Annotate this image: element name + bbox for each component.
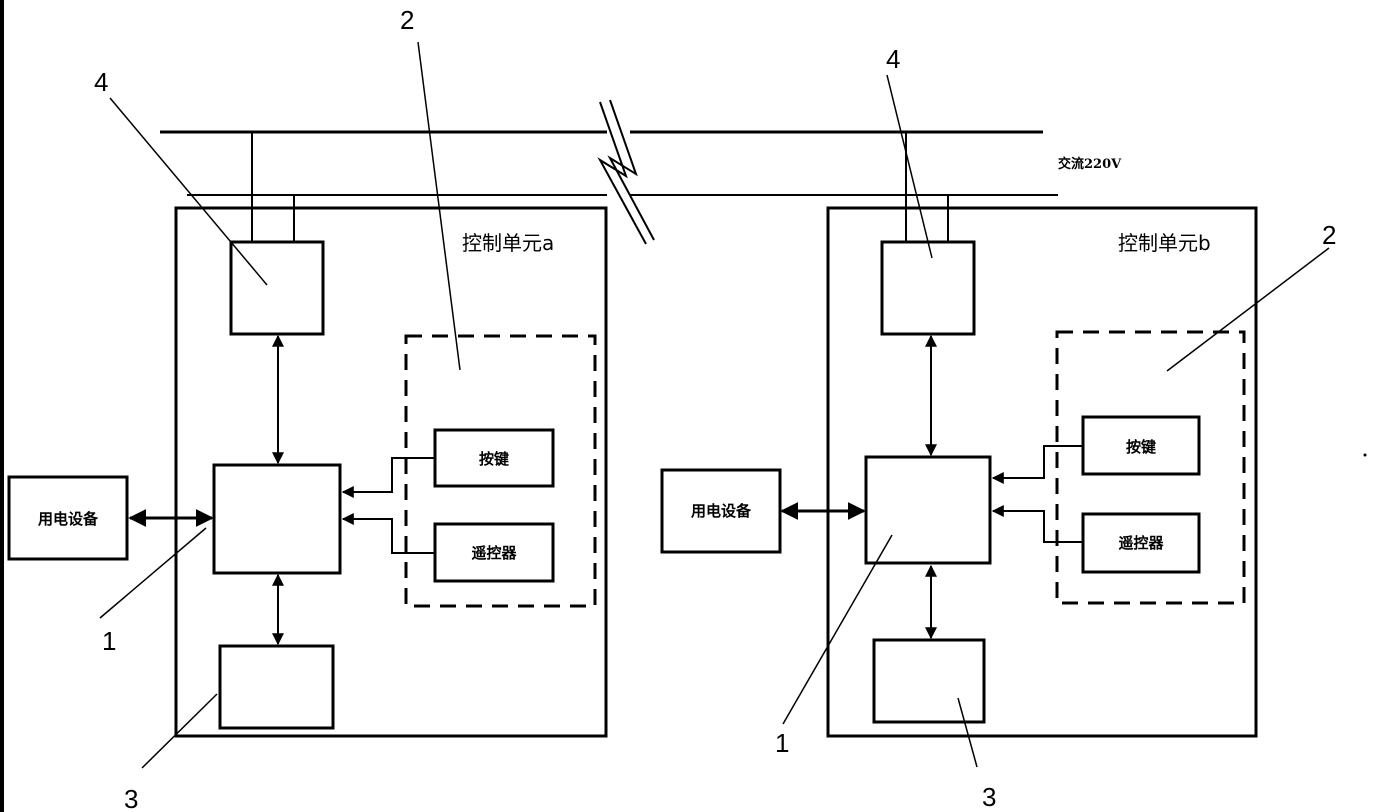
callout-3-a: 3 xyxy=(124,784,138,812)
controller-a xyxy=(212,463,342,575)
control-unit-b-title: 控制单元b xyxy=(1118,231,1211,255)
device-label-a: 用电设备 xyxy=(38,510,99,528)
input-group-b xyxy=(1055,330,1246,605)
remote-label-b: 遥控器 xyxy=(1118,534,1164,552)
leader-4-b xyxy=(886,74,933,259)
leader-3-b xyxy=(957,697,978,768)
callout-3-b: 3 xyxy=(982,782,996,812)
callout-2-b: 2 xyxy=(1322,220,1336,250)
input-group-a xyxy=(404,334,597,608)
arrow-keys-controller-b xyxy=(991,445,1083,484)
callout-4-a: 4 xyxy=(94,67,108,97)
line-break-symbol-inner xyxy=(607,99,655,241)
leader-3-a xyxy=(141,693,218,769)
control-unit-b: 控制单元b 按键 遥控器 用电设备 4 2 1 3 xyxy=(660,44,1336,812)
storage-module-b xyxy=(872,638,986,724)
callout-2-a: 2 xyxy=(400,5,414,35)
storage-module-a xyxy=(218,644,335,730)
controller-b xyxy=(864,455,992,565)
control-unit-b-frame xyxy=(826,206,1258,738)
control-unit-a-title: 控制单元a xyxy=(462,231,554,255)
callout-4-b: 4 xyxy=(886,44,900,74)
power-module-b xyxy=(880,240,976,336)
line-break-symbol xyxy=(597,101,647,245)
device-label-b: 用电设备 xyxy=(691,502,752,520)
callout-1-b: 1 xyxy=(775,728,789,758)
arrow-remote-controller-a xyxy=(341,513,435,554)
arrow-remote-controller-b xyxy=(991,505,1083,543)
device-box-a xyxy=(7,475,129,561)
control-unit-a: 控制单元a 按键 遥控器 用电设备 4 2 1 3 xyxy=(7,5,608,812)
leader-4-a xyxy=(109,97,268,286)
control-unit-a-frame xyxy=(174,206,608,738)
ac-power-lines: 交流220V xyxy=(160,99,1122,245)
arrow-keys-controller-a xyxy=(341,457,435,498)
leader-1-b xyxy=(782,534,893,725)
stray-dot xyxy=(1363,453,1367,457)
power-module-a xyxy=(229,240,325,336)
remote-label-a: 遥控器 xyxy=(471,544,517,562)
left-border xyxy=(0,0,4,812)
leader-2-a xyxy=(417,41,461,371)
callout-1-a: 1 xyxy=(102,626,116,656)
leader-1-a xyxy=(99,527,207,619)
device-box-b xyxy=(660,468,782,554)
keys-label-a: 按键 xyxy=(479,450,509,468)
keys-label-b: 按键 xyxy=(1126,438,1156,456)
leader-2-b xyxy=(1166,247,1330,372)
ac-voltage-label: 交流220V xyxy=(1058,156,1122,172)
